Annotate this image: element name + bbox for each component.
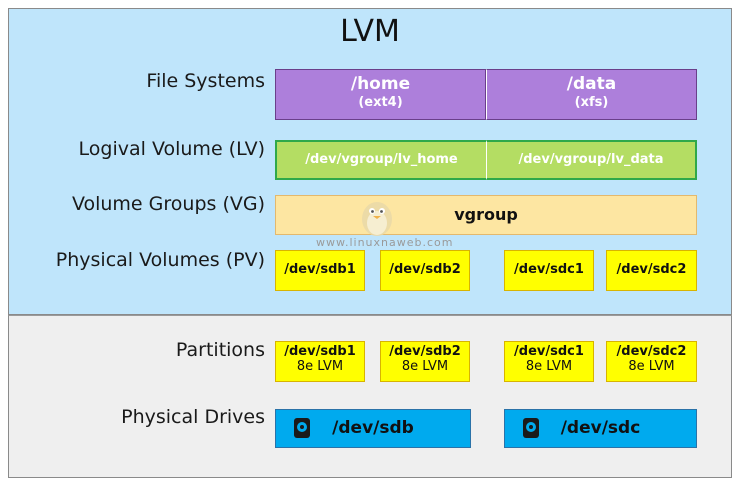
drive-label: /dev/sdc [560, 418, 641, 438]
drive-label: /dev/sdb [332, 418, 414, 438]
partition-device: /dev/sdb1 [284, 344, 356, 359]
physical-volume-sdb2: /dev/sdb2 [380, 250, 470, 291]
physical-volume-sdc2: /dev/sdc2 [606, 250, 697, 291]
volume-group-box: vgroup [275, 195, 697, 235]
hardware-layer-panel [8, 315, 732, 478]
file-system-data: /data (xfs) [486, 69, 697, 120]
watermark-text: www.linuxnaweb.com [316, 236, 454, 249]
partition-sdc1: /dev/sdc1 8e LVM [504, 341, 594, 382]
partition-type: 8e LVM [628, 359, 675, 374]
physical-drive-sdc: /dev/sdc [504, 409, 697, 448]
partition-type: 8e LVM [296, 359, 344, 374]
partition-device: /dev/sdb2 [389, 344, 461, 359]
hard-drive-icon [294, 418, 310, 438]
file-system-mount: /data [566, 74, 617, 94]
partition-device: /dev/sdc2 [616, 344, 687, 359]
label-volume-groups: Volume Groups (VG) [71, 193, 265, 215]
label-physical-volumes: Physical Volumes (PV) [55, 249, 265, 271]
label-file-systems: File Systems [146, 70, 265, 92]
partition-type: 8e LVM [401, 359, 449, 374]
hard-drive-icon [523, 418, 539, 438]
file-system-type: (xfs) [574, 95, 609, 110]
penguin-watermark-icon [362, 202, 392, 236]
partition-device: /dev/sdc1 [514, 344, 584, 359]
physical-drive-sdb: /dev/sdb [275, 409, 471, 448]
label-physical-drives: Physical Drives [121, 406, 265, 428]
partition-type: 8e LVM [525, 359, 573, 374]
label-partitions: Partitions [175, 339, 265, 361]
file-system-home: /home (ext4) [275, 69, 486, 120]
physical-volume-sdc1: /dev/sdc1 [504, 250, 594, 291]
partition-sdc2: /dev/sdc2 8e LVM [606, 341, 697, 382]
partition-sdb1: /dev/sdb1 8e LVM [275, 341, 365, 382]
file-system-mount: /home [350, 74, 411, 94]
label-logical-volume: Logival Volume (LV) [78, 138, 265, 160]
file-system-type: (ext4) [358, 95, 403, 110]
logical-volume-home: /dev/vgroup/lv_home [275, 140, 487, 180]
logical-volume-data: /dev/vgroup/lv_data [486, 140, 697, 180]
physical-volume-sdb1: /dev/sdb1 [275, 250, 365, 291]
partition-sdb2: /dev/sdb2 8e LVM [380, 341, 470, 382]
diagram-title: LVM [340, 14, 400, 49]
